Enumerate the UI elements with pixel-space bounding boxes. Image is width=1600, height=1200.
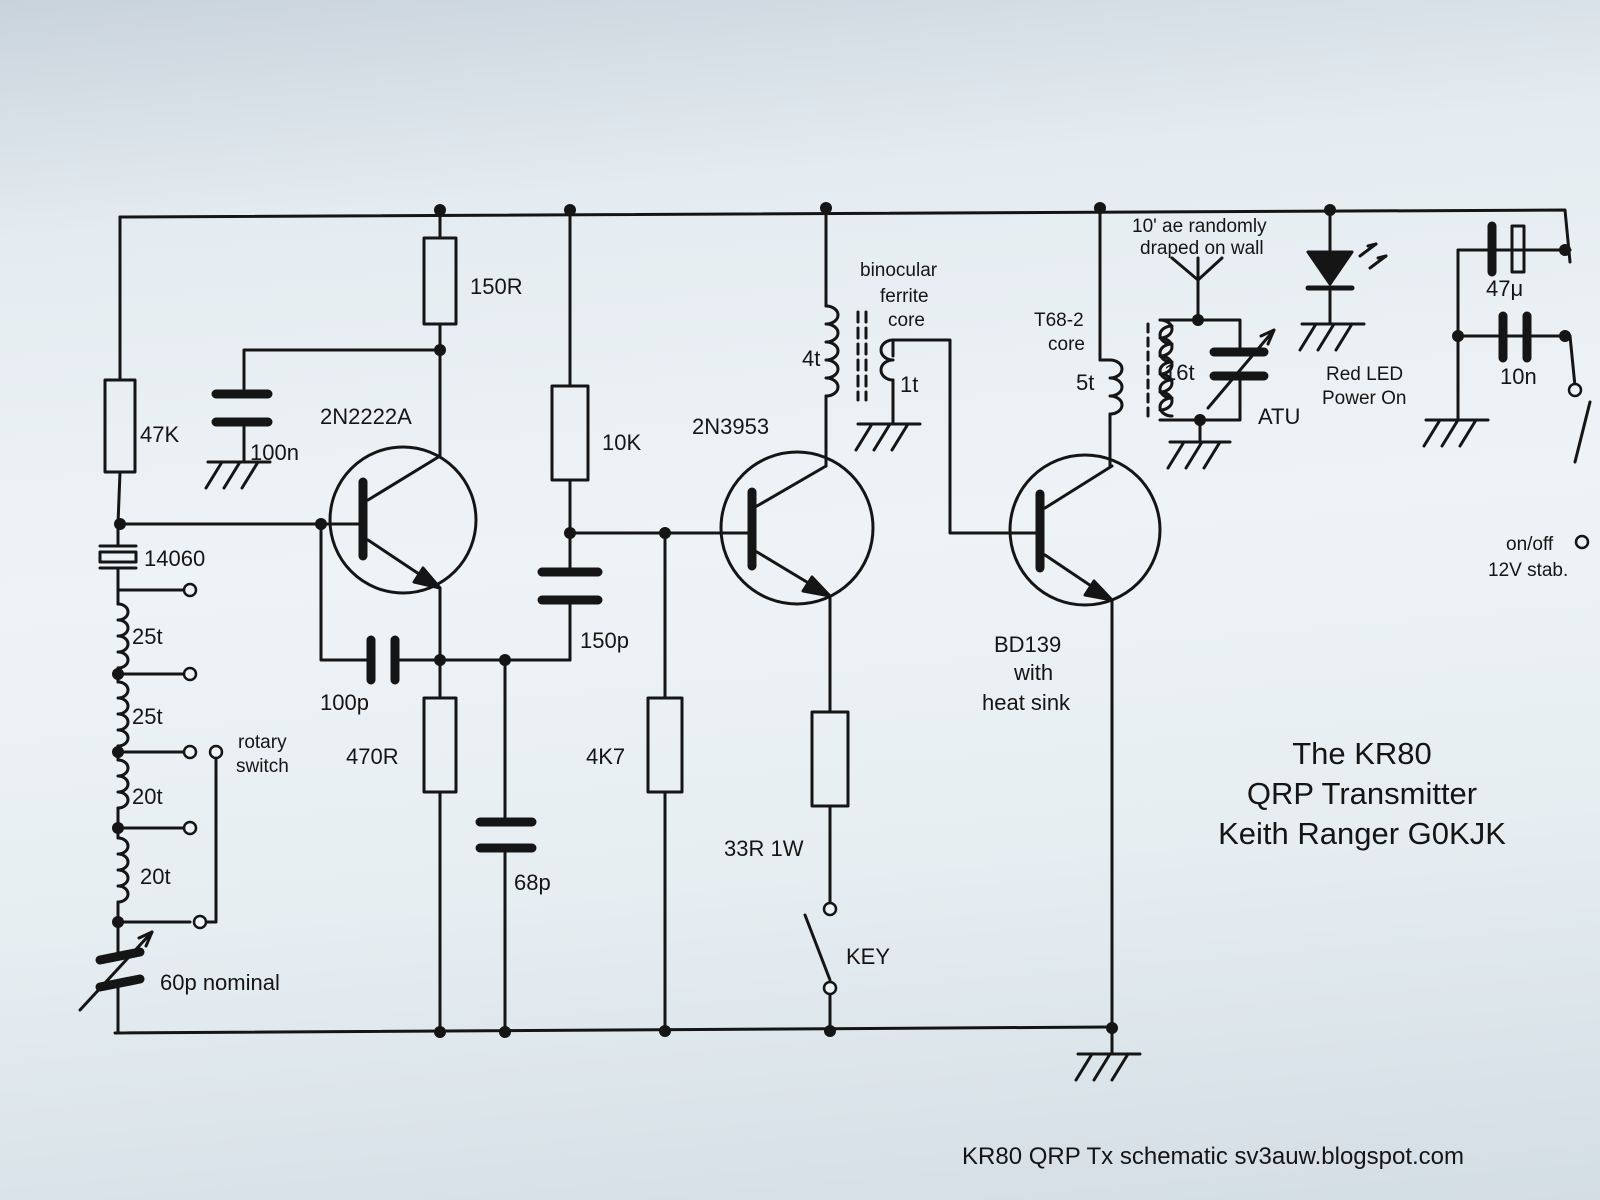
label-5t: 5t (1076, 370, 1094, 395)
label-binocular: binocular (860, 260, 938, 281)
label-ferrite: ferrite (880, 286, 929, 307)
inductor-16t (1158, 324, 1174, 418)
capacitor-100p (366, 635, 400, 685)
label-t68-core: core (1048, 334, 1085, 355)
label-key: KEY (846, 944, 890, 969)
led-red (1306, 250, 1354, 286)
label-core: core (888, 310, 925, 331)
label-2n2222a: 2N2222A (320, 404, 412, 429)
inductor-20t-a (116, 758, 130, 810)
footer-caption: KR80 QRP Tx schematic sv3auw.blogspot.co… (962, 1143, 1464, 1170)
label-red-led: Red LED (1326, 364, 1403, 385)
label-47u: 47μ (1486, 276, 1523, 301)
resistor-10k (550, 384, 590, 482)
inductor-20t-b (116, 836, 130, 904)
transformer-primary-4t (824, 304, 840, 398)
label-1t: 1t (900, 372, 918, 397)
label-20t-b: 20t (140, 864, 171, 889)
crystal-14060 (98, 550, 138, 564)
label-68p: 68p (514, 870, 551, 895)
label-rotary: rotary (238, 732, 287, 753)
label-150r: 150R (470, 274, 523, 299)
label-on-off: on/off (1506, 534, 1554, 555)
label-12v-stab: 12V stab. (1488, 560, 1568, 581)
positive-rail (118, 208, 1572, 264)
label-bd139: BD139 (994, 632, 1061, 657)
resistor-47k (103, 378, 137, 474)
transformer-t68-5t (1108, 358, 1124, 416)
inductor-25t-b (116, 680, 130, 748)
label-47k: 47K (140, 422, 179, 447)
label-60p-nominal: 60p nominal (160, 970, 280, 995)
label-crystal: 14060 (144, 546, 205, 571)
label-4k7: 4K7 (586, 744, 625, 769)
label-4t: 4t (802, 346, 820, 371)
capacitor-47u (1510, 224, 1526, 274)
label-10k: 10K (602, 430, 641, 455)
resistor-33r-1w (810, 710, 850, 808)
title-line-1: The KR80 (1292, 736, 1432, 771)
capacitor-10n (1498, 311, 1532, 363)
label-25t-a: 25t (132, 624, 163, 649)
morse-key (803, 913, 832, 982)
label-2n3953: 2N3953 (692, 414, 769, 439)
title-line-2: QRP Transmitter (1247, 776, 1477, 811)
label-with: with (1013, 660, 1053, 685)
label-100p: 100p (320, 690, 369, 715)
label-100n: 100n (250, 440, 299, 465)
label-10n: 10n (1500, 364, 1537, 389)
label-heat-sink: heat sink (982, 690, 1071, 715)
label-33r-1w: 33R 1W (724, 836, 804, 861)
capacitor-150p (537, 567, 603, 605)
antenna (1170, 256, 1224, 322)
transistor-2n3953 (719, 450, 875, 606)
label-470r: 470R (346, 744, 399, 769)
label-power-on: Power On (1322, 388, 1406, 409)
resistor-4k7 (646, 696, 684, 794)
rotary-switch-wiper (198, 750, 218, 924)
label-switch: switch (236, 756, 289, 777)
label-25t-b: 25t (132, 704, 163, 729)
ferrite-core (856, 310, 868, 402)
label-aerial-2: draped on wall (1140, 238, 1264, 259)
label-atu: ATU (1258, 404, 1300, 429)
label-150p: 150p (580, 628, 629, 653)
resistor-150r (422, 236, 458, 326)
transformer-secondary-1t (879, 338, 895, 382)
inductor-25t-a (116, 602, 130, 670)
label-t68-2: T68-2 (1034, 310, 1084, 331)
transistor-bd139 (1008, 453, 1162, 607)
on-off-switch (1573, 400, 1592, 464)
terminals (182, 382, 1590, 996)
transistor-2n2222a (328, 445, 478, 595)
capacitor-100n (211, 389, 273, 427)
title-line-3: Keith Ranger G0KJK (1218, 816, 1506, 851)
resistor-470r (422, 696, 458, 794)
label-16t: 16t (1164, 360, 1195, 385)
label-aerial-1: 10' ae randomly (1132, 216, 1267, 237)
junction-dots (112, 202, 1571, 1038)
label-20t-a: 20t (132, 784, 163, 809)
capacitor-68p (475, 817, 537, 853)
ground-rail (113, 1025, 1112, 1035)
